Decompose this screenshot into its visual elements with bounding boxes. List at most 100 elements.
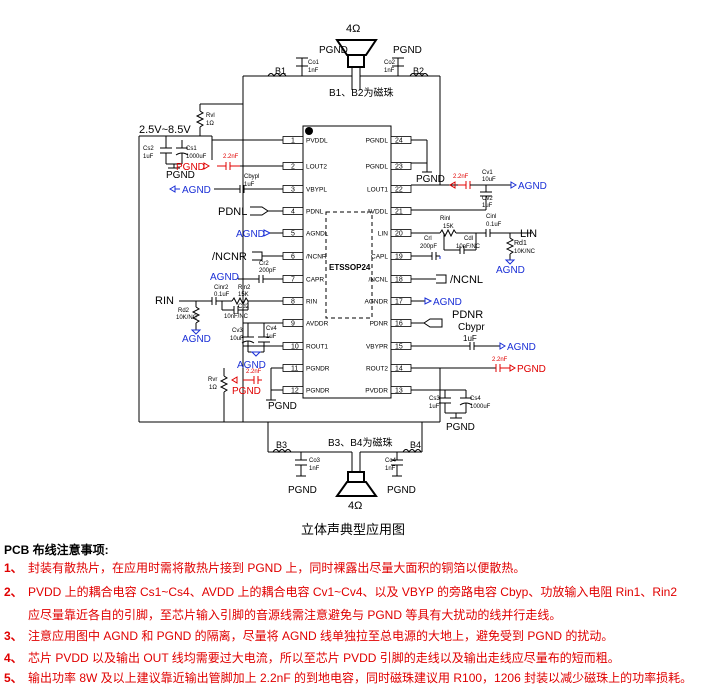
rvl-label: Rvl [206, 113, 215, 119]
crr-value: 200pF [259, 268, 276, 274]
co4-value: 1nF [385, 466, 396, 472]
pgnd-label-left-red: PGND [232, 386, 261, 397]
capacitor-cs2: Cs2 1uF [143, 136, 172, 164]
cinl-label: Cinl [486, 214, 496, 220]
pgnd-label-cs34: PGND [446, 422, 475, 433]
co1-value: 1nF [308, 68, 319, 74]
bead-b4 [402, 449, 422, 453]
bead-b3 [272, 449, 292, 453]
note-5: 5、输出功率 8W 及以上建议靠近输出管脚加上 2.2nF 的到地电容，同时磁珠… [4, 670, 692, 687]
co2-value: 1nF [384, 68, 395, 74]
note-text: 输出功率 8W 及以上建议靠近输出管脚加上 2.2nF 的到地电容，同时磁珠建议… [28, 671, 693, 685]
pdnr-label: PDNR [452, 309, 483, 321]
pin-name: PVDDL [306, 138, 328, 145]
pin-name: ROUT2 [366, 366, 388, 373]
ncnl-label: /NCNL [450, 274, 483, 286]
co4-label: Co4 [385, 458, 397, 464]
agnd-label-pin5: AGND [236, 229, 265, 240]
note-number: 3、 [4, 629, 23, 643]
pgnd-label-cs: PGND [166, 170, 195, 181]
agnd-label-cv1: AGND [518, 181, 547, 192]
pin-name: VBYPL [306, 187, 327, 194]
capacitor-cs3: Cs3 1uF [429, 390, 451, 413]
bottom-speaker: 4Ω [335, 452, 378, 512]
cap22-label-right-bottom: 2.2nF [492, 357, 508, 363]
bead-b4-label: B4 [410, 440, 421, 450]
ncnr-label: /NCNR [212, 251, 247, 263]
pgnd-label-lout2: PGND [176, 162, 205, 173]
left-pin: 7 CAPR [282, 275, 324, 284]
pin-number: 23 [395, 164, 403, 171]
pin-name: /NCNL [368, 277, 388, 284]
pgnd-label-pin11: PGND [268, 401, 297, 412]
agnd-label-cbypr: AGND [507, 342, 536, 353]
cs4-label: Cs4 [470, 396, 481, 402]
bead-note-top: B1、B2为磁珠 [329, 86, 393, 99]
cv4-label: Cv4 [266, 326, 277, 332]
cdr-label: Cd2 [238, 304, 250, 310]
rinr-value: 15K [238, 292, 249, 298]
cv4-value: 1uF [266, 334, 277, 340]
pin-name: RIN [306, 299, 318, 306]
agnd-label-cv: AGND [237, 360, 266, 371]
note-text: 封装有散热片，在应用时需将散热片接到 PGND 上，同时裸露出尽量大面积的铜箔以… [28, 561, 526, 575]
pin-name: CAPL [371, 254, 388, 261]
rdr-label: Rd2 [178, 308, 190, 314]
cdl-label: Cdl [464, 236, 473, 242]
note-text: PVDD 上的耦合电容 Cs1~Cs4、AVDD 上的耦合电容 Cv1~Cv4、… [28, 585, 678, 599]
pin-name: LOUT2 [306, 164, 327, 171]
pin-number: 8 [291, 299, 295, 306]
rvr-label: Rvr [208, 377, 217, 383]
pin-number: 17 [395, 299, 403, 306]
crr-label: Cr2 [259, 261, 269, 267]
cap22-label-left-bottom: 2.2nF [246, 369, 262, 375]
cap22-label-right-top: 2.2nF [453, 174, 469, 180]
rvl-value: 1Ω [206, 121, 214, 127]
pin-number: 15 [395, 344, 403, 351]
pin-name: AGNDL [306, 231, 329, 238]
agnd-label-capr: AGND [210, 272, 239, 283]
co3-label: Co3 [309, 458, 321, 464]
capacitor-cv4: Cv4 1uF [258, 323, 277, 352]
pin-number: 7 [291, 277, 295, 284]
agnd-label-rd1: AGND [496, 265, 525, 276]
cs1-label: Cs1 [186, 146, 197, 152]
co3-value: 1nF [309, 466, 320, 472]
crl-label: Crl [424, 236, 432, 242]
pin-name: CAPR [306, 277, 324, 284]
pin1-dot [305, 127, 313, 135]
pin-number: 4 [291, 209, 295, 216]
pin-number: 3 [291, 187, 295, 194]
rdl-value: 10K/NC [514, 249, 536, 255]
top-speaker: 4Ω [335, 23, 378, 90]
top-speaker-label: 4Ω [346, 23, 360, 35]
pin-number: 16 [395, 321, 403, 328]
chip-name: ETSSOP24 [329, 263, 371, 272]
pgnd-label-pin23: PGND [416, 174, 445, 185]
thermal-pad [325, 211, 373, 319]
note-1: 1、封装有散热片，在应用时需将散热片接到 PGND 上，同时裸露出尽量大面积的铜… [4, 560, 525, 577]
rvr-value: 1Ω [209, 385, 217, 391]
note-text: 芯片 PVDD 以及输出 OUT 线均需要过大电流，所以至芯片 PVDD 引脚的… [28, 651, 620, 665]
cdl-value: 10nF/NC [456, 244, 481, 250]
pgnd-label-right-red: PGND [517, 364, 546, 375]
rinl-label: Rinl [440, 216, 450, 222]
bottom-speaker-label: 4Ω [348, 500, 362, 512]
note-number: 2、 [4, 585, 23, 599]
pin-number: 13 [395, 388, 403, 395]
pin-name: /NCNR [306, 254, 327, 261]
cinr-label: Cinr2 [214, 285, 229, 291]
cv1-value: 10uF [482, 177, 496, 183]
left-pin: 6/NCNR [282, 252, 327, 261]
cbypr-value: 1uF [463, 334, 477, 343]
pgnd-label-co4: PGND [387, 485, 416, 496]
pin-name: PDNR [370, 321, 389, 328]
